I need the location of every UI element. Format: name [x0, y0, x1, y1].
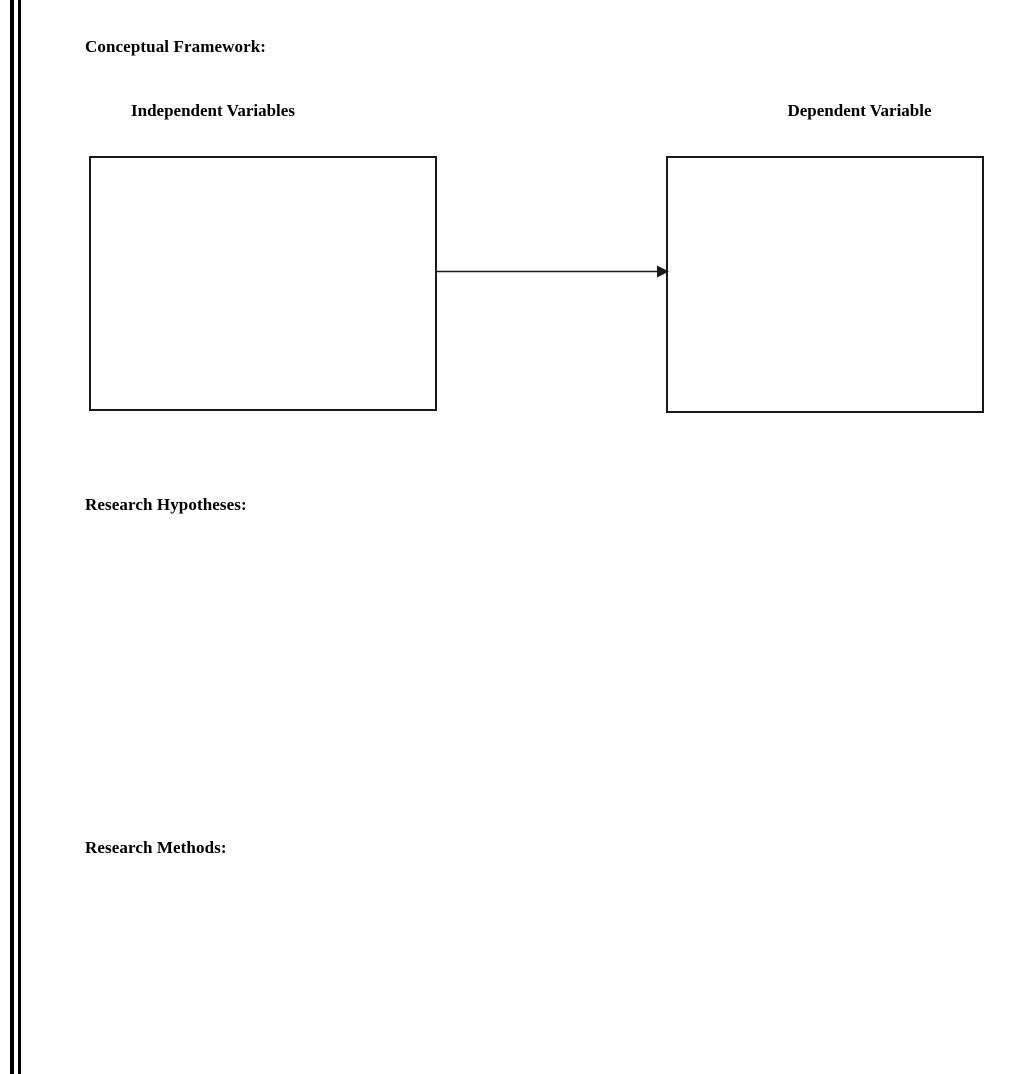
column-heading-independent-variables: Independent Variables — [131, 101, 295, 120]
independent-variables-box[interactable] — [89, 156, 437, 411]
section-heading-research-methods: Research Methods: — [85, 838, 227, 857]
arrow-right-icon — [437, 265, 669, 278]
column-heading-dependent-variable: Dependent Variable — [787, 101, 932, 120]
section-heading-research-hypotheses: Research Hypotheses: — [85, 495, 247, 514]
research-methods-answer-area[interactable] — [85, 866, 985, 1066]
research-hypotheses-answer-area[interactable] — [85, 522, 985, 822]
page-margin-rule-outer — [10, 0, 14, 1074]
section-heading-conceptual-framework: Conceptual Framework: — [85, 37, 267, 56]
page-margin-rule-inner — [18, 0, 21, 1074]
dependent-variable-box[interactable] — [666, 156, 984, 413]
